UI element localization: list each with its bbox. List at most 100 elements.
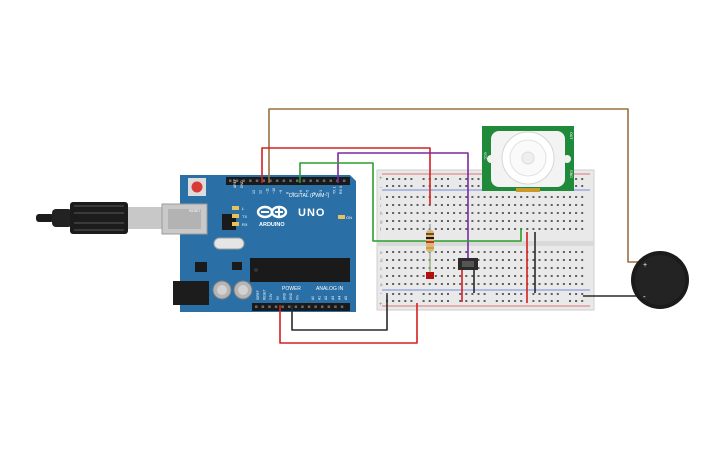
bb-hole <box>526 204 529 206</box>
bb-hole <box>532 259 535 261</box>
bb-hole <box>489 212 492 214</box>
header-hole <box>274 305 278 308</box>
bb-hole <box>404 220 407 222</box>
power-pin-label: 5V <box>276 295 280 300</box>
bb-hole <box>538 267 541 269</box>
bb-hole <box>459 228 462 230</box>
bb-hole <box>440 275 443 277</box>
bb-rail-hole <box>447 185 449 187</box>
header-hole <box>316 179 319 182</box>
header-hole <box>321 305 324 308</box>
bb-hole <box>404 259 407 261</box>
bb-rail-hole <box>410 293 413 295</box>
bb-hole <box>556 267 559 269</box>
bb-hole <box>477 212 480 214</box>
bb-hole <box>422 196 425 198</box>
bb-hole <box>514 275 517 277</box>
bb-hole <box>495 259 498 261</box>
bb-hole <box>562 275 565 277</box>
piezo-buzzer: + - <box>631 251 689 309</box>
bb-hole <box>392 251 395 253</box>
bb-row-label: a <box>380 282 383 287</box>
bb-hole <box>562 212 565 214</box>
bb-hole <box>440 196 443 198</box>
bb-rail-hole <box>404 178 407 180</box>
bb-hole <box>459 204 462 206</box>
bb-hole <box>532 212 535 214</box>
bb-hole <box>428 220 431 222</box>
header-hole <box>322 179 326 182</box>
bb-hole <box>569 196 571 198</box>
header-hole <box>314 305 317 308</box>
bb-hole <box>514 204 517 206</box>
bb-row-label: j <box>379 195 381 200</box>
bb-rail-hole <box>483 300 486 302</box>
reset-button[interactable] <box>191 181 203 193</box>
bb-rail-hole <box>471 185 474 187</box>
l-led-label: L <box>242 206 245 211</box>
bb-hole <box>434 196 437 198</box>
bb-hole <box>562 283 565 285</box>
bb-hole <box>514 220 517 222</box>
bb-hole <box>508 275 510 277</box>
bb-row-label: f <box>380 227 382 232</box>
bb-hole <box>581 212 584 214</box>
bb-rail-hole <box>575 300 578 302</box>
bb-hole <box>501 204 504 206</box>
bb-rail-hole <box>514 293 517 295</box>
bb-row-label: g <box>380 219 383 224</box>
digital-pin-label: 2 <box>326 192 330 194</box>
header-hole <box>294 305 298 308</box>
bb-hole <box>483 196 486 198</box>
bb-hole <box>447 283 449 285</box>
bb-hole <box>471 204 474 206</box>
wire-black-gnd <box>291 295 388 331</box>
bb-hole <box>447 204 449 206</box>
bb-rail-hole <box>410 300 413 302</box>
bb-hole <box>538 196 541 198</box>
digital-pin-label: 13 <box>252 190 256 194</box>
bb-hole <box>386 212 388 214</box>
bb-hole <box>575 267 578 269</box>
power-pin-label: RESET <box>263 289 267 300</box>
bb-hole <box>477 228 480 230</box>
header-hole <box>242 179 245 182</box>
bb-hole <box>477 251 480 253</box>
bb-hole <box>392 212 395 214</box>
bb-hole <box>520 212 523 214</box>
bb-hole <box>447 251 449 253</box>
buzzer-minus: - <box>643 292 646 301</box>
bb-hole <box>447 196 449 198</box>
bb-hole <box>544 220 547 222</box>
bb-hole <box>489 275 492 277</box>
digital-pin-label: 8 <box>286 192 290 194</box>
bb-hole <box>544 259 547 261</box>
digital-pin-label: ~10 <box>272 188 276 194</box>
bb-rail-hole <box>471 300 474 302</box>
bb-hole <box>453 259 456 261</box>
power-pin-label: GND <box>282 292 286 300</box>
digital-pin-label: 4 <box>312 192 316 194</box>
bb-hole <box>520 259 523 261</box>
bb-hole <box>544 204 547 206</box>
header-hole <box>269 179 272 182</box>
bb-hole <box>532 275 535 277</box>
header-hole <box>329 179 332 182</box>
bb-hole <box>544 228 547 230</box>
bb-hole <box>453 267 456 269</box>
bb-hole <box>434 283 437 285</box>
bb-rail-hole <box>404 300 407 302</box>
bb-hole <box>526 220 529 222</box>
bb-hole <box>410 267 413 269</box>
bb-rail-hole <box>550 293 553 295</box>
bb-hole <box>501 267 504 269</box>
bb-hole <box>422 212 425 214</box>
bb-hole <box>550 275 553 277</box>
digital-pin-label: TX 1 <box>332 186 336 194</box>
bb-hole <box>422 220 425 222</box>
bb-hole <box>465 212 468 214</box>
header-hole <box>327 305 331 308</box>
bb-hole <box>447 228 449 230</box>
bb-rail-hole <box>440 178 443 180</box>
bb-hole <box>501 228 504 230</box>
